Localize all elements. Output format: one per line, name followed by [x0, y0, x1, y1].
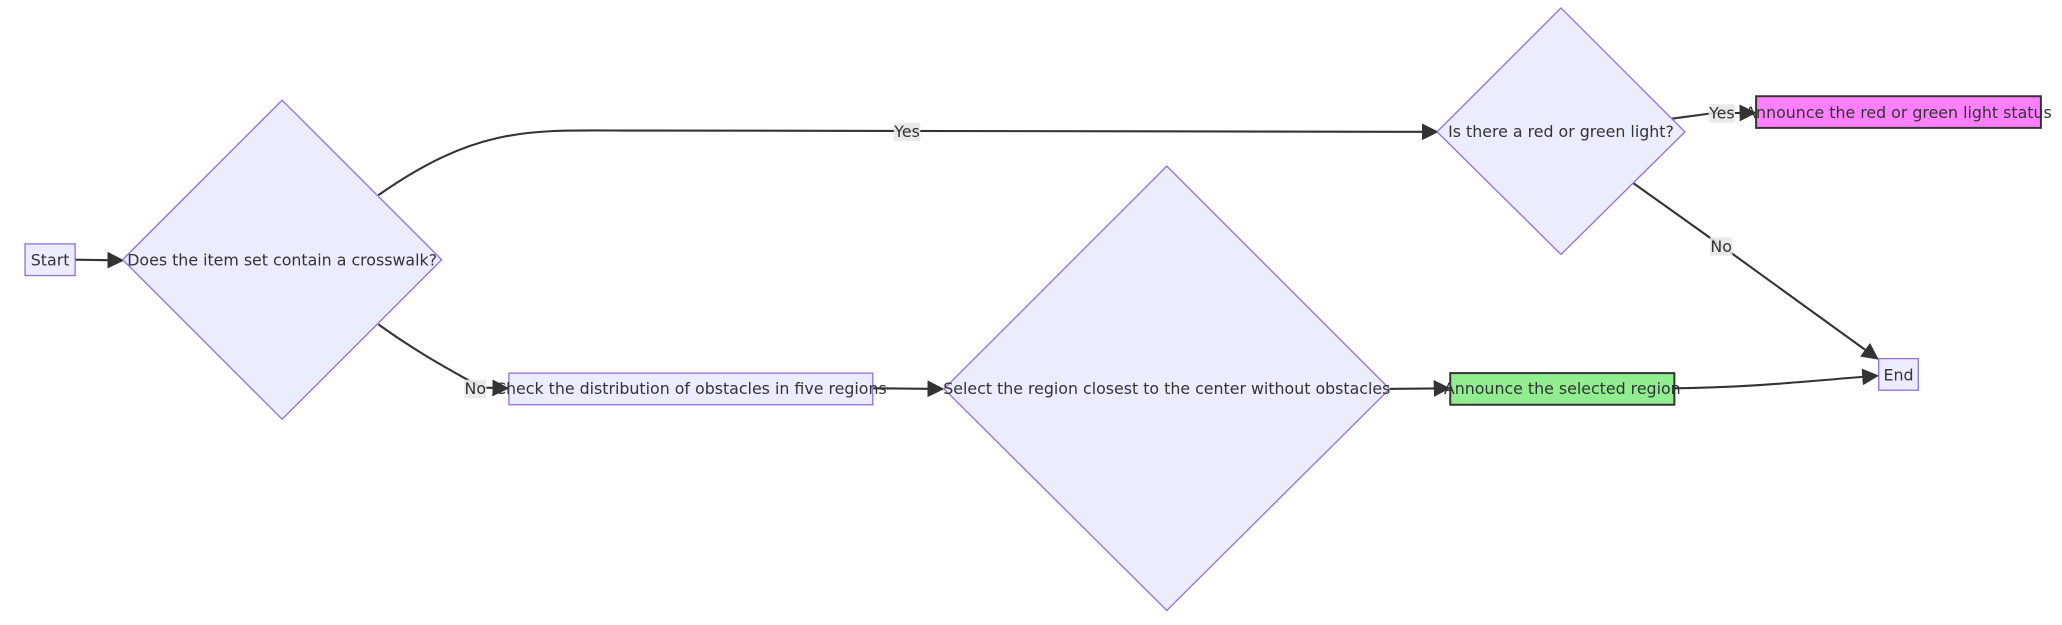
edge-label-light-yes-text: Yes [1708, 104, 1735, 123]
edge-crosswalk-yes-to-light-question [377, 123, 1439, 196]
node-crosswalk-question-label: Does the item set contain a crosswalk? [127, 251, 437, 270]
node-announce-light[interactable]: Announce the red or green light status [1745, 95, 2052, 129]
node-end-label: End [1883, 365, 1913, 384]
node-light-question[interactable]: Is there a red or green light? [1436, 6, 1686, 256]
node-select-region-label: Select the region closest to the center … [943, 379, 1390, 398]
node-end[interactable]: End [1878, 357, 1919, 391]
edge-label-light-no-text: No [1710, 237, 1732, 256]
node-announce-region-label: Announce the selected region [1444, 379, 1681, 398]
node-select-region[interactable]: Select the region closest to the center … [943, 165, 1391, 612]
node-light-question-label: Is there a red or green light? [1448, 122, 1674, 141]
edge-label-crosswalk-yes: Yes [893, 122, 921, 141]
edge-check-to-select-region [872, 380, 945, 398]
node-check-obstacles[interactable]: Check the distribution of obstacles in f… [495, 372, 887, 406]
node-announce-light-label: Announce the red or green light status [1745, 103, 2052, 122]
edge-label-light-no: No [1709, 237, 1733, 256]
edge-crosswalk-no-to-check-obstacles [377, 323, 510, 397]
edge-label-crosswalk-no-text: No [465, 379, 487, 398]
edge-label-crosswalk-yes-text: Yes [893, 122, 920, 141]
edge-label-crosswalk-no: No [464, 379, 487, 398]
nodes: Start Does the item set contain a crossw… [24, 6, 2052, 612]
node-check-obstacles-label: Check the distribution of obstacles in f… [495, 379, 887, 398]
node-start-label: Start [31, 251, 70, 270]
node-announce-region[interactable]: Announce the selected region [1444, 372, 1681, 406]
edge-label-light-yes: Yes [1708, 104, 1736, 123]
edge-light-no-to-end [1632, 182, 1879, 360]
node-crosswalk-question[interactable]: Does the item set contain a crosswalk? [121, 99, 443, 421]
edge-select-to-announce-region [1389, 380, 1451, 397]
node-start[interactable]: Start [24, 243, 76, 277]
edge-labels: Yes No Yes No [464, 104, 1736, 398]
edge-announce-region-to-end [1674, 368, 1880, 390]
edge-start-to-crosswalk-question [75, 251, 125, 269]
